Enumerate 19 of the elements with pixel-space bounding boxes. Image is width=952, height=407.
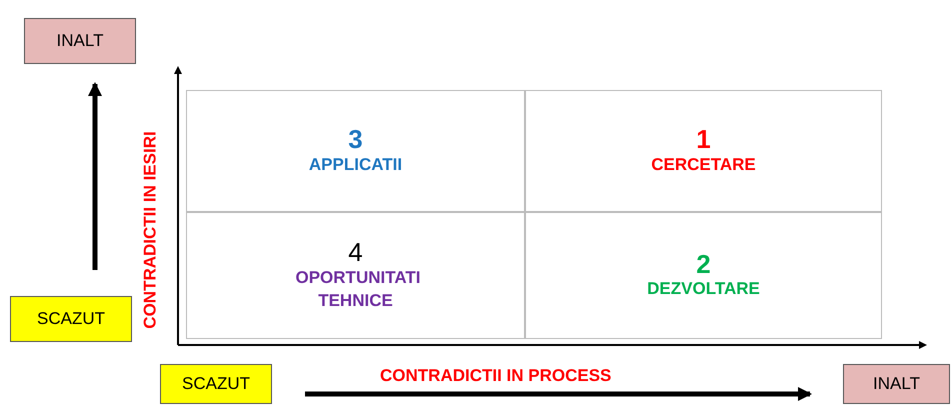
level-box: SCAZUT <box>160 364 272 404</box>
quadrant-label: DEZVOLTARE <box>647 278 760 300</box>
matrix-quadrant <box>186 212 525 339</box>
level-box: INALT <box>24 18 136 64</box>
axis-title: CONTRADICTII IN PROCESS <box>380 366 612 386</box>
level-box: INALT <box>843 364 950 404</box>
quadrant-number: 4 <box>348 238 363 267</box>
arrow <box>305 387 812 401</box>
matrix-quadrant <box>525 90 882 212</box>
quadrant-label: APPLICATII <box>308 154 402 176</box>
matrix-quadrant <box>525 212 882 339</box>
arrow <box>88 82 102 270</box>
quadrant-label: CERCETARE <box>651 154 756 176</box>
matrix-quadrant <box>186 90 525 212</box>
quadrant-number: 2 <box>696 250 711 278</box>
axis-title: CONTRADICTII IN IESIRI <box>140 131 160 329</box>
quadrant-number: 3 <box>348 125 363 154</box>
level-box: SCAZUT <box>10 296 132 342</box>
quadrant-number: 1 <box>696 125 711 154</box>
